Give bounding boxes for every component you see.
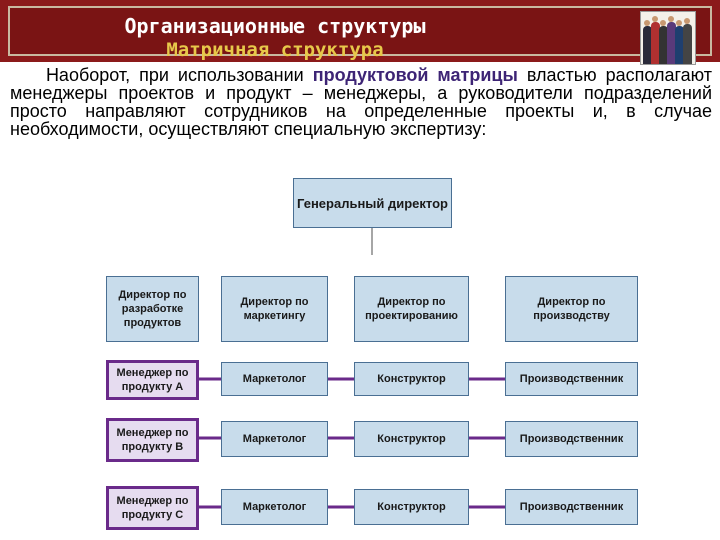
intro-paragraph: Наоборот, при использовании продуктовой … [10,66,712,138]
designer-a-box: Конструктор [354,362,469,396]
manager-product-a-box: Менеджер по продукту А [106,360,199,400]
director-production-box: Директор по производству [505,276,638,342]
marketer-b-box: Маркетолог [221,421,328,457]
marketer-c-box: Маркетолог [221,489,328,525]
production-worker-b-box: Производственник [505,421,638,457]
intro-after: властью располагают менеджеры проектов и… [10,65,713,139]
designer-c-box: Конструктор [354,489,469,525]
director-design-box: Директор по проектированию [354,276,469,342]
director-development-box: Директор по разработке продуктов [106,276,199,342]
production-worker-a-box: Производственник [505,362,638,396]
header-frame: Организационные структуры Матричная стру… [8,6,712,65]
marketer-a-box: Маркетолог [221,362,328,396]
production-worker-c-box: Производственник [505,489,638,525]
slide-header: Организационные структуры Матричная стру… [0,0,720,65]
intro-before: Наоборот, при использовании [45,65,313,85]
people-group-image [640,11,696,65]
slide-title: Организационные структуры [124,14,426,38]
slide-subtitle: Матричная структура [166,39,384,61]
general-director-box: Генеральный директор [293,178,452,228]
director-marketing-box: Директор по маркетингу [221,276,328,342]
intro-highlight: продуктовой матрицы [312,65,518,85]
manager-product-c-box: Менеджер по продукту С [106,486,199,530]
manager-product-b-box: Менеджер по продукту В [106,418,199,462]
designer-b-box: Конструктор [354,421,469,457]
